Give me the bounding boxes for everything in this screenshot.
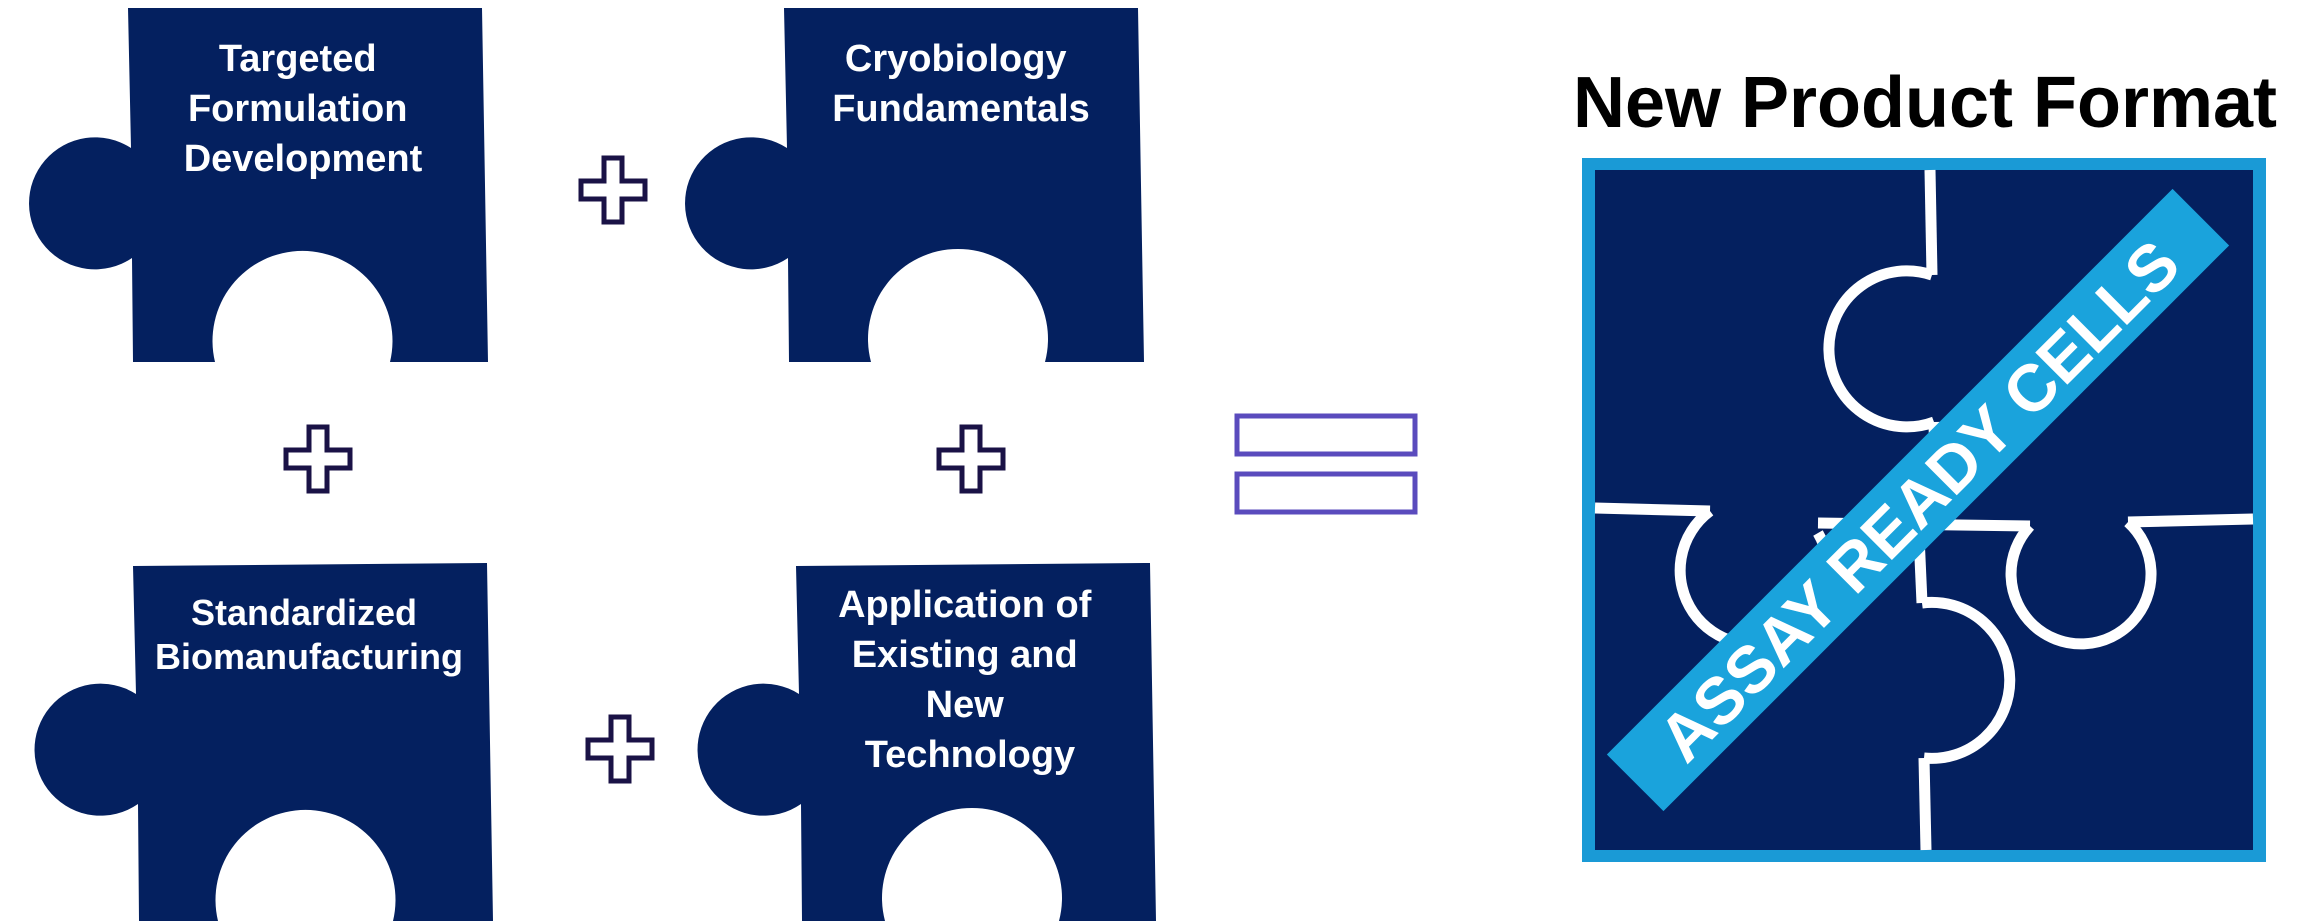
plus-icon xyxy=(578,155,648,225)
piece-label-line: Cryobiology xyxy=(845,38,1067,80)
svg-text:Standardized Biomanufact: Standardized Biomanufacturing xyxy=(155,592,463,677)
piece-label-line: Fundamentals xyxy=(832,88,1090,130)
piece-label-line: Application of xyxy=(838,584,1092,626)
puzzle-piece-cryobiology: Cryobiology Fundamentals xyxy=(685,8,1144,362)
plus-icon xyxy=(585,714,655,784)
svg-text:Application of Existing: Application of Existing and New Technolo… xyxy=(838,584,1102,776)
svg-text:Cryobiology Fundamentals: Cryobiology Fundamentals xyxy=(832,38,1090,130)
piece-label-line: Targeted xyxy=(219,38,377,80)
piece-label-line: Technology xyxy=(865,734,1075,776)
piece-label-line: Standardized xyxy=(191,592,417,633)
svg-text:Targeted Formulation: Targeted Formulation Development xyxy=(184,38,423,180)
piece-label-line: Biomanufacturing xyxy=(155,636,463,677)
assembled-puzzle-graphic: ASSAY READY CELLS xyxy=(1582,158,2266,862)
plus-icon xyxy=(283,424,353,494)
piece-label-line: Formulation xyxy=(188,88,408,130)
puzzle-piece-standardized-biomanufacturing: Standardized Biomanufacturing xyxy=(34,563,494,921)
piece-label-line: Development xyxy=(184,138,423,180)
result-title: New Product Format xyxy=(1573,63,2277,143)
piece-label-line: Existing and xyxy=(852,634,1078,676)
puzzle-piece-targeted-formulation: Targeted Formulation Development xyxy=(29,8,489,362)
piece-label-line: New xyxy=(926,684,1005,726)
puzzle-piece-application-of-technology: Application of Existing and New Technolo… xyxy=(697,563,1156,921)
plus-operators xyxy=(283,155,1006,784)
plus-icon xyxy=(936,424,1006,494)
equals-icon xyxy=(1234,413,1418,515)
